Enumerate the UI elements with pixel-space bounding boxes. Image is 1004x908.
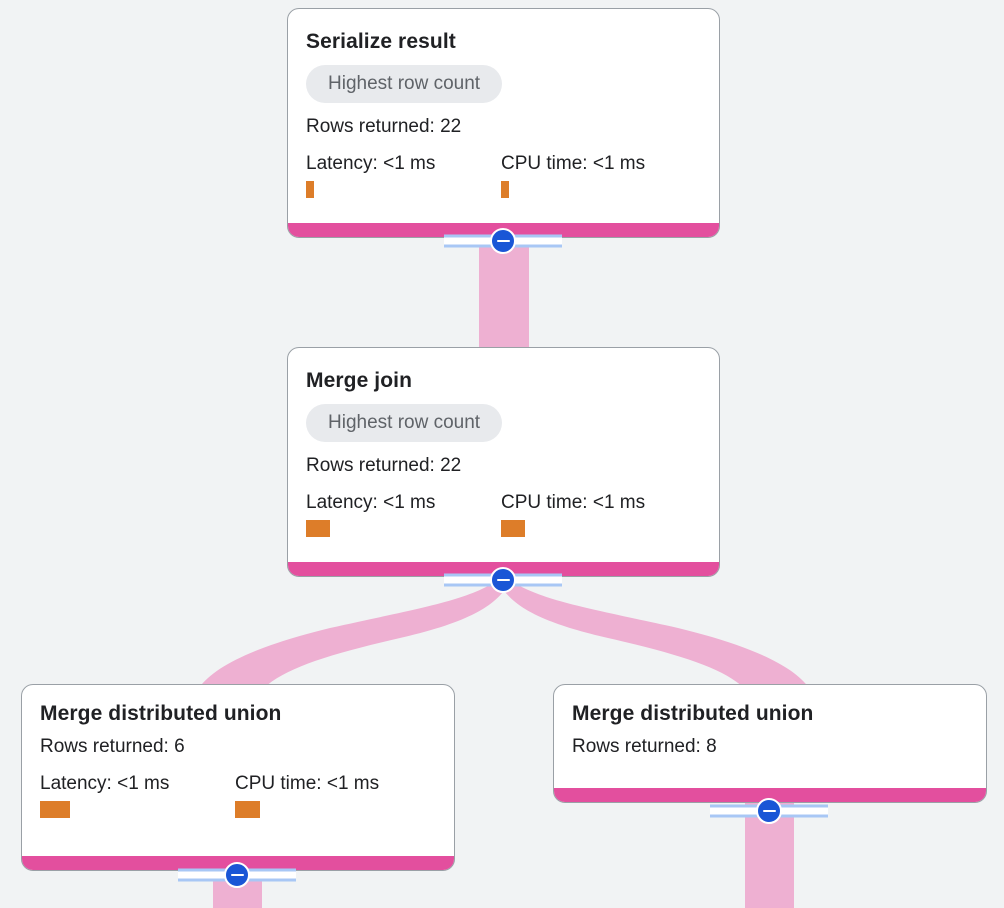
connector-rail-left (710, 804, 760, 818)
metric-bar (235, 801, 260, 818)
node-body: Serialize result Highest row count Rows … (288, 9, 719, 223)
connector-rail-left (444, 234, 494, 248)
connector-rail-right (246, 868, 296, 882)
node-merge-join[interactable]: Merge join Highest row count Rows return… (287, 347, 720, 577)
rows-returned: Rows returned: 22 (306, 455, 462, 476)
metric-latency: Latency: <1 ms (40, 773, 235, 818)
metric-bar (306, 181, 314, 198)
metrics-row: Latency: <1 ms CPU time: <1 ms (306, 153, 701, 198)
metric-bar (306, 520, 330, 537)
metric-latency: Latency: <1 ms (306, 492, 501, 537)
edge-merge-join-to-union-left (199, 577, 509, 688)
metric-label: Latency: <1 ms (306, 492, 436, 513)
status-badge: Highest row count (306, 65, 503, 103)
status-badge: Highest row count (306, 404, 503, 442)
connector-rail-left (444, 573, 494, 587)
node-title: Merge distributed union (572, 702, 814, 725)
node-title: Serialize result (306, 30, 456, 53)
collapse-button-serialize-result[interactable] (444, 228, 562, 254)
connector-rail-left (178, 868, 228, 882)
collapse-button-union-left[interactable] (178, 862, 296, 888)
node-body: Merge distributed union Rows returned: 8 (554, 685, 986, 788)
collapse-button-union-right[interactable] (710, 798, 828, 824)
node-body: Merge join Highest row count Rows return… (288, 348, 719, 562)
connector-rail-right (778, 804, 828, 818)
rows-returned: Rows returned: 8 (572, 736, 717, 757)
metric-cpu-time: CPU time: <1 ms (235, 773, 430, 818)
rows-returned: Rows returned: 22 (306, 116, 462, 137)
node-body: Merge distributed union Rows returned: 6… (22, 685, 454, 856)
collapse-button-merge-join[interactable] (444, 567, 562, 593)
metric-latency: Latency: <1 ms (306, 153, 501, 198)
metric-label: CPU time: <1 ms (501, 492, 646, 513)
edge-merge-join-to-union-right (499, 577, 809, 688)
node-footer-bar (554, 788, 986, 802)
metric-bar (501, 520, 525, 537)
minus-icon[interactable] (490, 567, 516, 593)
metric-label: CPU time: <1 ms (235, 773, 380, 794)
connector-rail-right (512, 234, 562, 248)
node-merge-distributed-union-right[interactable]: Merge distributed union Rows returned: 8 (553, 684, 987, 803)
node-title: Merge join (306, 369, 413, 392)
metric-label: Latency: <1 ms (40, 773, 170, 794)
metrics-row: Latency: <1 ms CPU time: <1 ms (306, 492, 701, 537)
node-serialize-result[interactable]: Serialize result Highest row count Rows … (287, 8, 720, 238)
metric-bar (40, 801, 70, 818)
rows-returned: Rows returned: 6 (40, 736, 185, 757)
minus-icon[interactable] (490, 228, 516, 254)
node-merge-distributed-union-left[interactable]: Merge distributed union Rows returned: 6… (21, 684, 455, 871)
metric-bar (501, 181, 509, 198)
metric-label: CPU time: <1 ms (501, 153, 646, 174)
metric-cpu-time: CPU time: <1 ms (501, 492, 696, 537)
edge-serialize-to-merge-join (479, 238, 529, 347)
connector-rail-right (512, 573, 562, 587)
metrics-row: Latency: <1 ms CPU time: <1 ms (40, 773, 436, 818)
metric-label: Latency: <1 ms (306, 153, 436, 174)
minus-icon[interactable] (224, 862, 250, 888)
metric-cpu-time: CPU time: <1 ms (501, 153, 696, 198)
minus-icon[interactable] (756, 798, 782, 824)
node-title: Merge distributed union (40, 702, 282, 725)
